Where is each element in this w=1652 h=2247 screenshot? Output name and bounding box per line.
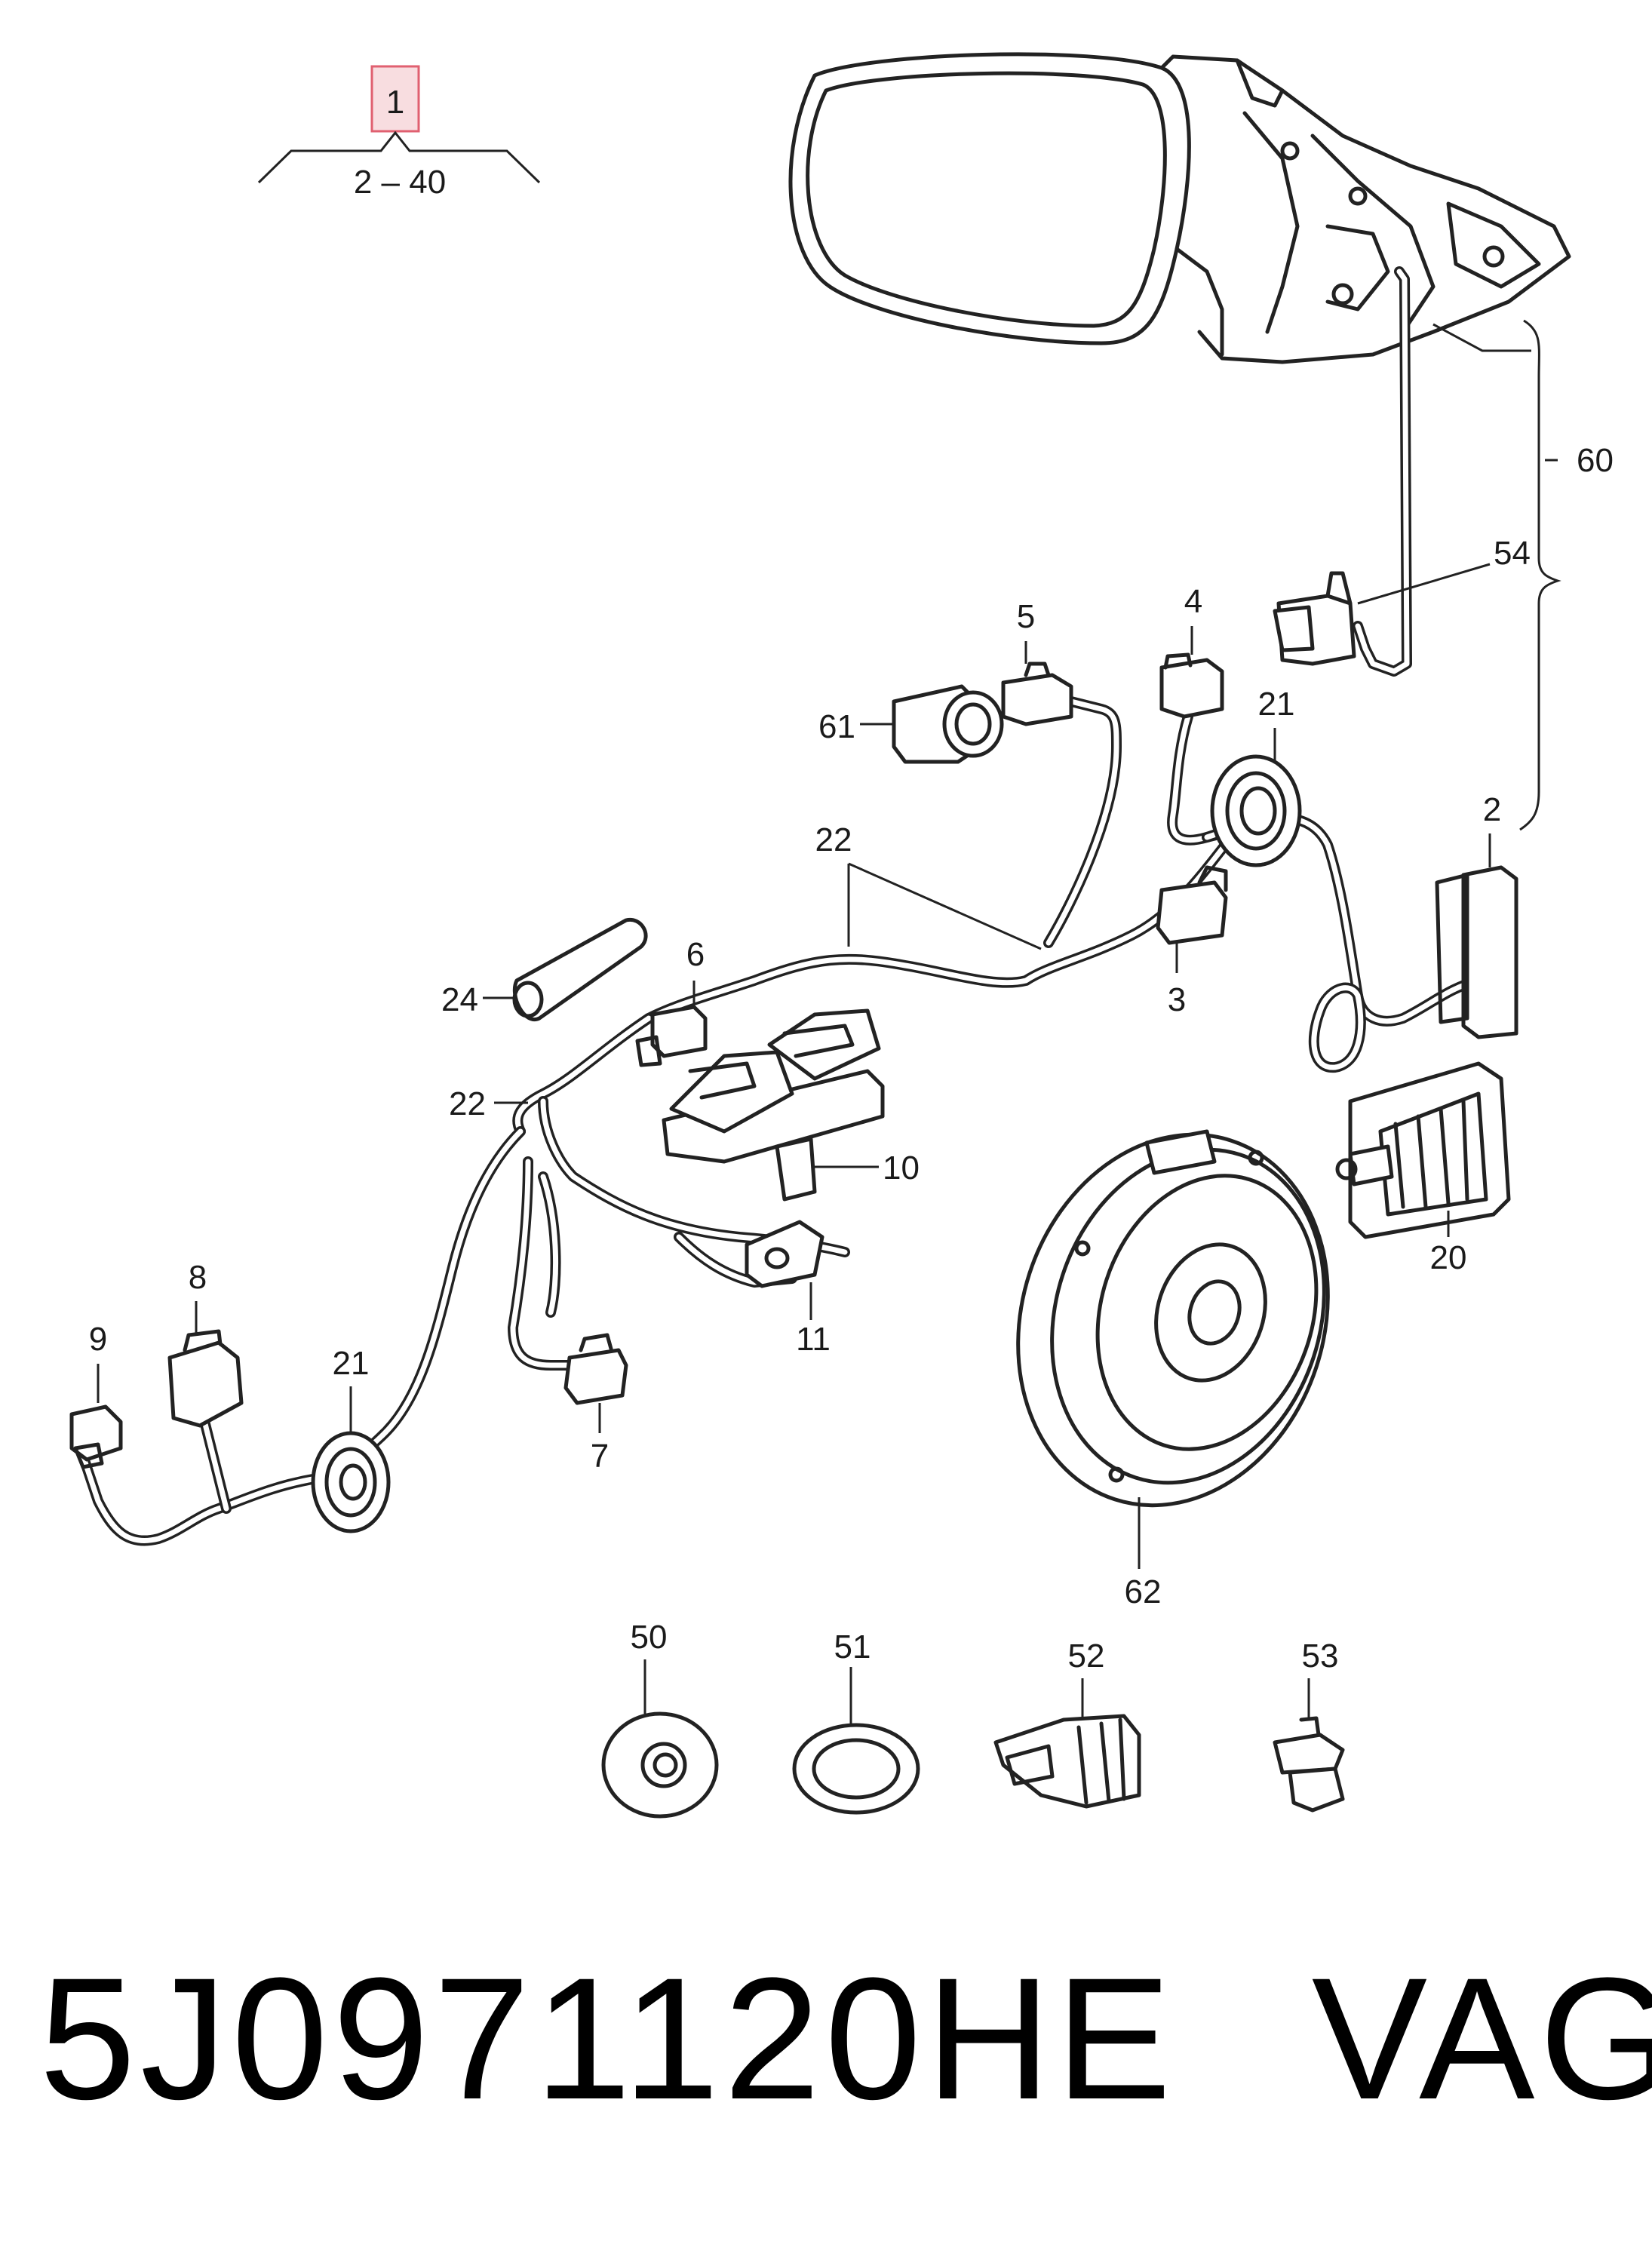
speaker-62 — [1016, 1129, 1330, 1508]
callout-54: 54 — [1494, 535, 1531, 572]
callout-11: 11 — [796, 1321, 831, 1358]
mirror-cable — [1353, 266, 1561, 831]
callout-21-lower: 21 — [333, 1345, 370, 1382]
callout-1-group: 1 2 – 40 — [257, 65, 541, 201]
connector-7 — [563, 1333, 628, 1405]
callout-2: 2 — [1483, 791, 1501, 828]
part-50-grommet — [601, 1711, 719, 1819]
grommet-21-lower — [311, 1431, 391, 1533]
callout-50: 50 — [631, 1619, 668, 1656]
callout-22-upper: 22 — [815, 821, 852, 858]
callout-5: 5 — [1017, 598, 1035, 635]
callout-3: 3 — [1168, 981, 1186, 1018]
connector-5 — [1001, 662, 1073, 726]
callout-21-upper: 21 — [1258, 686, 1295, 723]
callout-9: 9 — [89, 1321, 107, 1358]
switch-block-10 — [662, 1008, 885, 1202]
connector-54 — [1273, 571, 1356, 666]
callout-20: 20 — [1430, 1239, 1467, 1276]
mirror-housing — [788, 52, 1571, 364]
grommet-21-upper — [1210, 754, 1302, 867]
part-number: 5J0971120HE — [39, 1942, 1176, 2135]
connector-8 — [167, 1329, 244, 1428]
part-number-caption: 5J0971120HE VAG — [39, 1938, 1652, 2138]
callout-1: 1 — [386, 84, 404, 121]
callout-62: 62 — [1125, 1573, 1162, 1610]
callout-51: 51 — [834, 1628, 871, 1665]
brand-name: VAG — [1311, 1942, 1652, 2135]
connector-4 — [1159, 652, 1224, 719]
part-24-sleeve — [512, 917, 648, 1022]
callout-22-lower: 22 — [449, 1085, 486, 1122]
part-52-clip — [993, 1714, 1141, 1809]
callout-60: 60 — [1577, 442, 1614, 479]
grommet-20 — [1335, 1061, 1511, 1239]
callout-6: 6 — [686, 936, 705, 973]
callout-1-range: 2 – 40 — [354, 164, 446, 201]
connector-3 — [1156, 865, 1228, 945]
connector-2 — [1435, 865, 1518, 1039]
part-51-seal — [792, 1723, 920, 1815]
callout-24: 24 — [441, 981, 478, 1018]
part-53-clip — [1273, 1716, 1345, 1813]
callout-4: 4 — [1184, 583, 1202, 620]
callout-8: 8 — [189, 1259, 207, 1296]
connector-9 — [69, 1404, 123, 1469]
callout-61: 61 — [818, 708, 855, 745]
callout-7: 7 — [591, 1438, 609, 1475]
callout-53: 53 — [1302, 1638, 1339, 1675]
callout-10: 10 — [883, 1150, 920, 1186]
callout-52: 52 — [1068, 1638, 1105, 1675]
connector-11 — [745, 1220, 824, 1288]
part-61-switch — [892, 684, 1004, 764]
